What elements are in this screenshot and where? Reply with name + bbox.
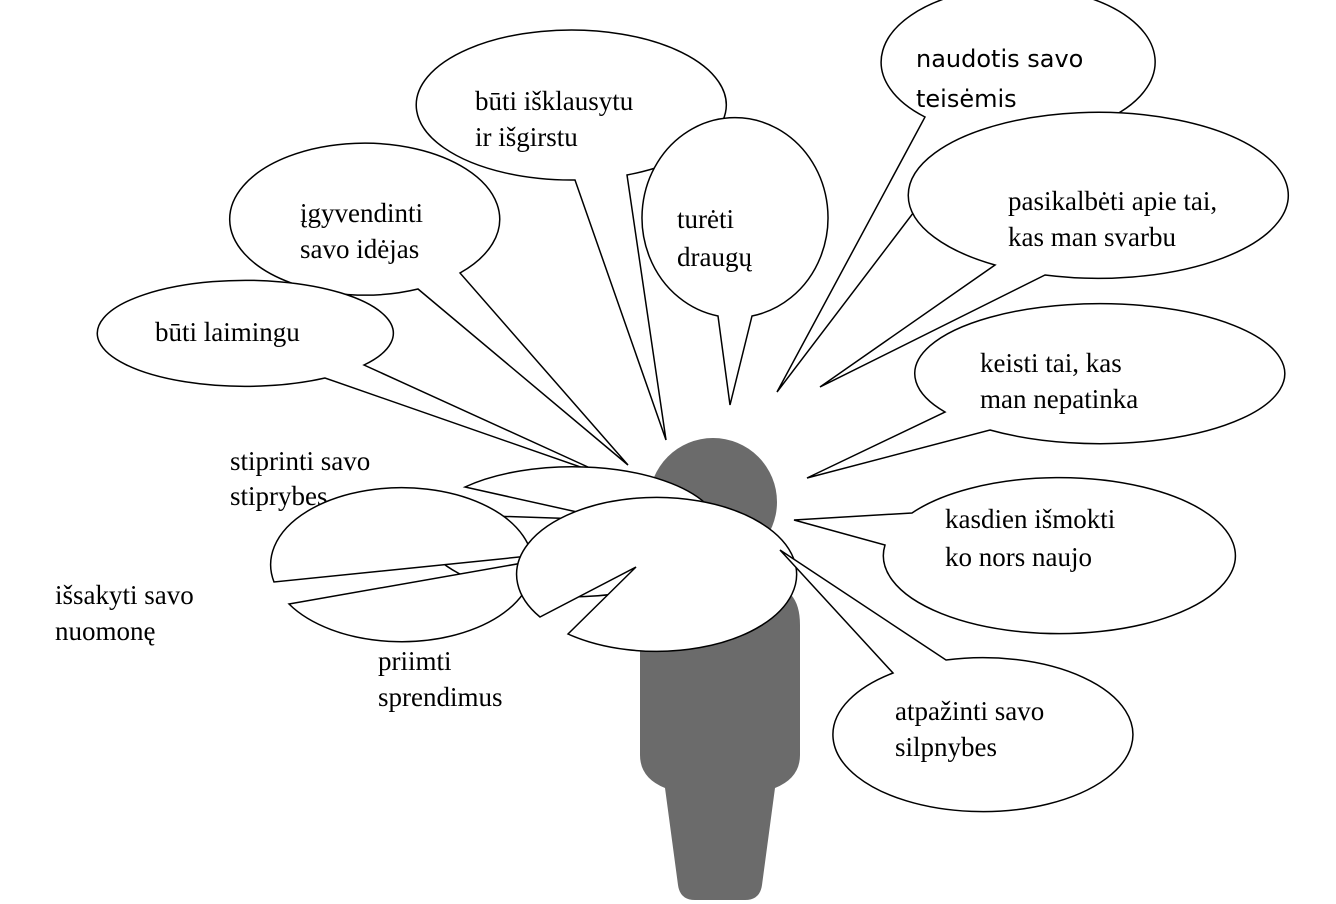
bubble-line: man nepatinka xyxy=(980,384,1138,414)
bubble-shape xyxy=(806,302,1286,479)
bubble-priimti: priimti sprendimus xyxy=(378,496,798,712)
bubble-line: kas man svarbu xyxy=(1008,222,1176,252)
bubble-line: teisėmis xyxy=(916,85,1017,113)
bubble-line: turėti xyxy=(677,204,734,234)
bubble-line: stiprybes xyxy=(230,481,328,511)
bubble-shape xyxy=(641,117,829,406)
bubble-issakyti: išsakyti savo nuomonę xyxy=(55,486,609,646)
bubble-tureti-draugu: turėti draugų xyxy=(641,117,829,406)
bubble-line: pasikalbėti apie tai, xyxy=(1008,186,1217,216)
bubble-buti-laimingu: būti laimingu xyxy=(96,279,613,479)
bubble-atpazinti: atpažinti savo silpnybes xyxy=(779,549,1134,813)
bubble-line: priimti xyxy=(378,646,452,676)
bubble-line: savo idėjas xyxy=(300,234,419,264)
bubble-line: ir išgirstu xyxy=(475,122,578,152)
bubble-shape xyxy=(96,279,613,479)
bubble-line: ko nors naujo xyxy=(945,542,1092,572)
bubble-shape xyxy=(793,476,1237,635)
bubble-line: būti laimingu xyxy=(155,317,300,347)
bubble-shape xyxy=(779,549,1134,813)
bubble-shape xyxy=(515,496,798,653)
person-body xyxy=(640,585,800,900)
bubble-line: įgyvendinti xyxy=(300,198,423,228)
bubble-shape xyxy=(269,486,609,643)
bubble-line: silpnybes xyxy=(895,732,997,762)
bubble-line: draugų xyxy=(677,242,752,272)
bubble-line: išsakyti savo xyxy=(55,580,194,610)
bubble-kasdien: kasdien išmokti ko nors naujo xyxy=(793,476,1237,635)
bubble-line: naudotis savo xyxy=(916,45,1083,73)
bubble-pasikalbeti: pasikalbėti apie tai, kas man svarbu xyxy=(819,111,1290,388)
bubble-line: stiprinti savo xyxy=(230,446,370,476)
bubble-igyvendinti-idejas: įgyvendinti savo idėjas xyxy=(228,142,629,466)
bubble-shape xyxy=(819,111,1290,388)
bubble-line: kasdien išmokti xyxy=(945,504,1115,534)
bubble-line: būti išklausytu xyxy=(475,86,634,116)
bubble-line: atpažinti savo xyxy=(895,696,1044,726)
bubble-line: nuomonę xyxy=(55,616,156,646)
bubble-keisti: keisti tai, kas man nepatinka xyxy=(806,302,1286,479)
bubble-line: keisti tai, kas xyxy=(980,348,1122,378)
bubble-line: sprendimus xyxy=(378,682,503,712)
